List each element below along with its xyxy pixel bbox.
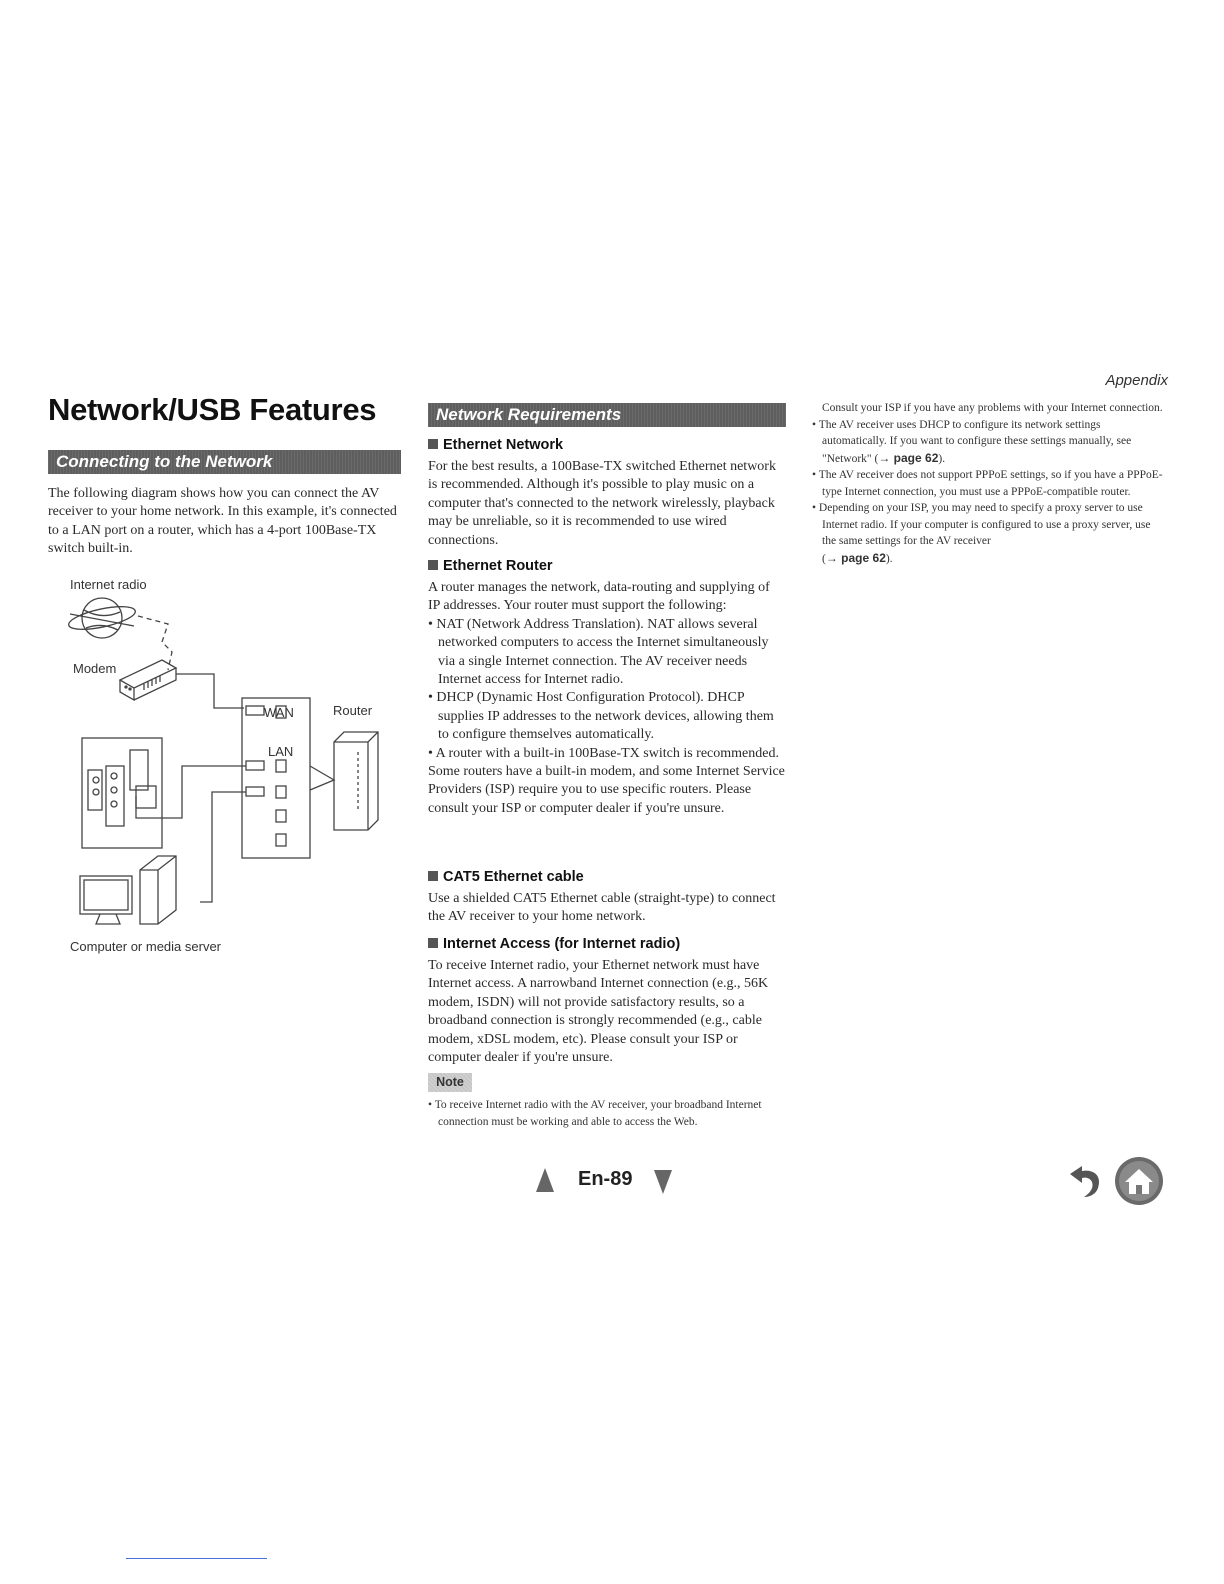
heading-cat5: CAT5 Ethernet cable: [428, 869, 584, 885]
internet-access-body: To receive Internet radio, your Ethernet…: [428, 958, 769, 1066]
list-item: • NAT (Network Address Translation). NAT…: [428, 616, 769, 688]
list-item: • Depending on your ISP, you may need to…: [812, 502, 1151, 565]
page-title: Network/USB Features: [48, 392, 377, 427]
ethernet-router-after: Some routers have a built-in modem, and …: [428, 764, 785, 816]
back-arrow-icon[interactable]: [1064, 1160, 1106, 1200]
list-item: • The AV receiver does not support PPPoE…: [812, 469, 1163, 498]
modem-icon: [118, 659, 178, 702]
footer-rule: [126, 1558, 267, 1559]
list-item: • The AV receiver uses DHCP to configure…: [812, 418, 1132, 465]
network-diagram: [68, 597, 379, 925]
router-label: Router: [333, 703, 373, 718]
modem-label: Modem: [73, 661, 117, 676]
router-icon: [309, 731, 379, 831]
internet-radio-label: Internet radio: [70, 577, 147, 592]
heading-ethernet-router: Ethernet Router: [428, 558, 553, 574]
square-bullet-icon: [428, 871, 438, 881]
next-page-arrow-icon[interactable]: [652, 1168, 674, 1196]
heading-internet-access: Internet Access (for Internet radio): [428, 936, 680, 952]
ethernet-network-body: For the best results, a 100Base-TX switc…: [428, 459, 776, 548]
home-icon[interactable]: [1112, 1154, 1166, 1208]
list-item: • A router with a built-in 100Base-TX sw…: [428, 745, 779, 761]
computer-label: Computer or media server: [70, 939, 221, 954]
globe-icon: [68, 597, 136, 639]
av-receiver-icon: [81, 737, 163, 849]
ethernet-router-body: A router manages the network, data-routi…: [428, 580, 770, 614]
section-bar-requirements: Network Requirements: [428, 403, 786, 427]
square-bullet-icon: [428, 938, 438, 948]
square-bullet-icon: [428, 439, 438, 449]
note-badge: Note: [428, 1073, 472, 1092]
page-link[interactable]: → page 62: [878, 450, 939, 465]
right-intro: Consult your ISP if you have any problem…: [822, 402, 1163, 414]
cat5-body: Use a shielded CAT5 Ethernet cable (stra…: [428, 891, 776, 925]
router-ports: [245, 705, 287, 847]
page-number: En-89: [578, 1168, 633, 1190]
square-bullet-icon: [428, 560, 438, 570]
computer-icon: [79, 855, 177, 925]
page-link[interactable]: → page 62: [825, 550, 886, 565]
prev-page-arrow-icon[interactable]: [534, 1166, 556, 1194]
section-label: Appendix: [1105, 372, 1168, 389]
heading-ethernet-network: Ethernet Network: [428, 437, 563, 453]
note-text: • To receive Internet radio with the AV …: [428, 1099, 762, 1128]
intro-paragraph: The following diagram shows how you can …: [48, 486, 397, 557]
lan-label: LAN: [268, 744, 294, 759]
list-item: • DHCP (Dynamic Host Configuration Proto…: [428, 690, 774, 743]
section-bar-connecting: Connecting to the Network: [48, 450, 401, 474]
ethernet-router-section: A router manages the network, data-routi…: [428, 579, 785, 818]
right-column: Consult your ISP if you have any problem…: [812, 400, 1164, 567]
